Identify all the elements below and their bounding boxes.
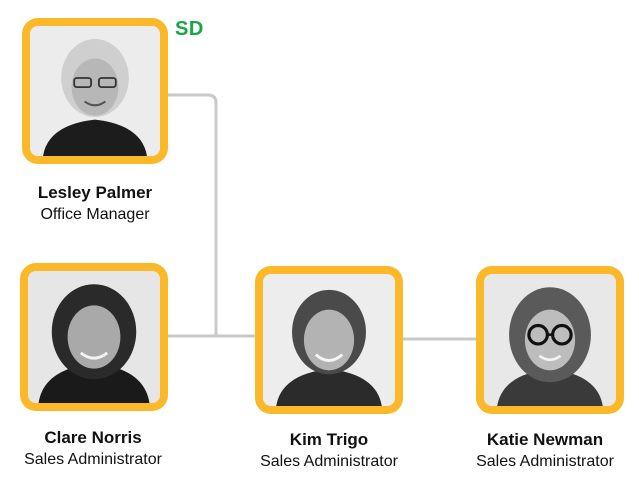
avatar-clare-norris: [28, 271, 160, 403]
person-label-katie-newman: Katie Newman Sales Administrator: [452, 429, 638, 473]
person-name: Lesley Palmer: [37, 183, 153, 202]
avatar-katie-newman: [484, 274, 616, 406]
photo-frame-clare-norris: [20, 263, 168, 411]
photo-frame-katie-newman: [476, 266, 624, 414]
person-label-lesley-palmer: Lesley Palmer Office Manager: [0, 182, 190, 226]
person-title: Office Manager: [40, 206, 150, 223]
person-title: Sales Administrator: [476, 453, 614, 470]
person-name: Kim Trigo: [289, 430, 369, 449]
person-title: Sales Administrator: [260, 453, 398, 470]
connector-manager-to-team: [168, 93, 218, 336]
photo-frame-lesley-palmer: [22, 18, 168, 164]
person-label-clare-norris: Clare Norris Sales Administrator: [0, 427, 188, 471]
avatar-lesley-palmer: [30, 26, 160, 156]
person-name: Katie Newman: [486, 430, 604, 449]
photo-frame-kim-trigo: [255, 266, 403, 414]
person-name: Clare Norris: [44, 428, 142, 447]
sd-badge: SD: [175, 18, 204, 40]
avatar-kim-trigo: [263, 274, 395, 406]
person-label-kim-trigo: Kim Trigo Sales Administrator: [234, 429, 424, 473]
person-title: Sales Administrator: [24, 451, 162, 468]
